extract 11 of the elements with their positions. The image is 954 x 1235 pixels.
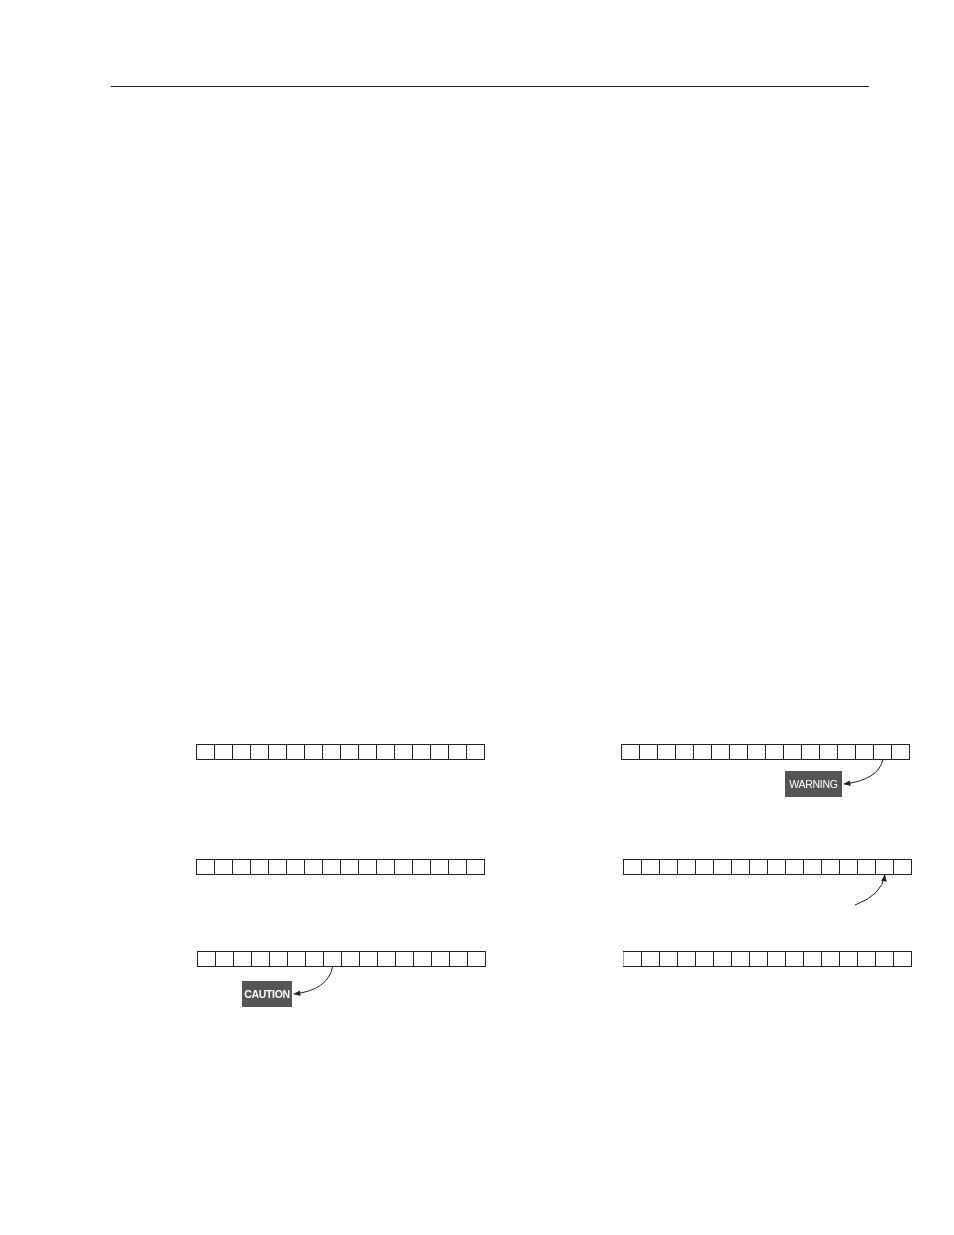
leader-arrow <box>843 759 884 786</box>
caution-label: CAUTION <box>242 981 292 1007</box>
leader-arrow <box>854 874 887 906</box>
cell-strip <box>623 859 912 875</box>
cell-strip <box>197 951 486 967</box>
cell-strip <box>196 859 485 875</box>
leader-arrow <box>293 966 334 996</box>
cell-strip <box>623 951 912 967</box>
cell-strip <box>621 744 910 760</box>
cell-strip <box>196 744 485 760</box>
warning-label: WARNING <box>785 771 842 797</box>
